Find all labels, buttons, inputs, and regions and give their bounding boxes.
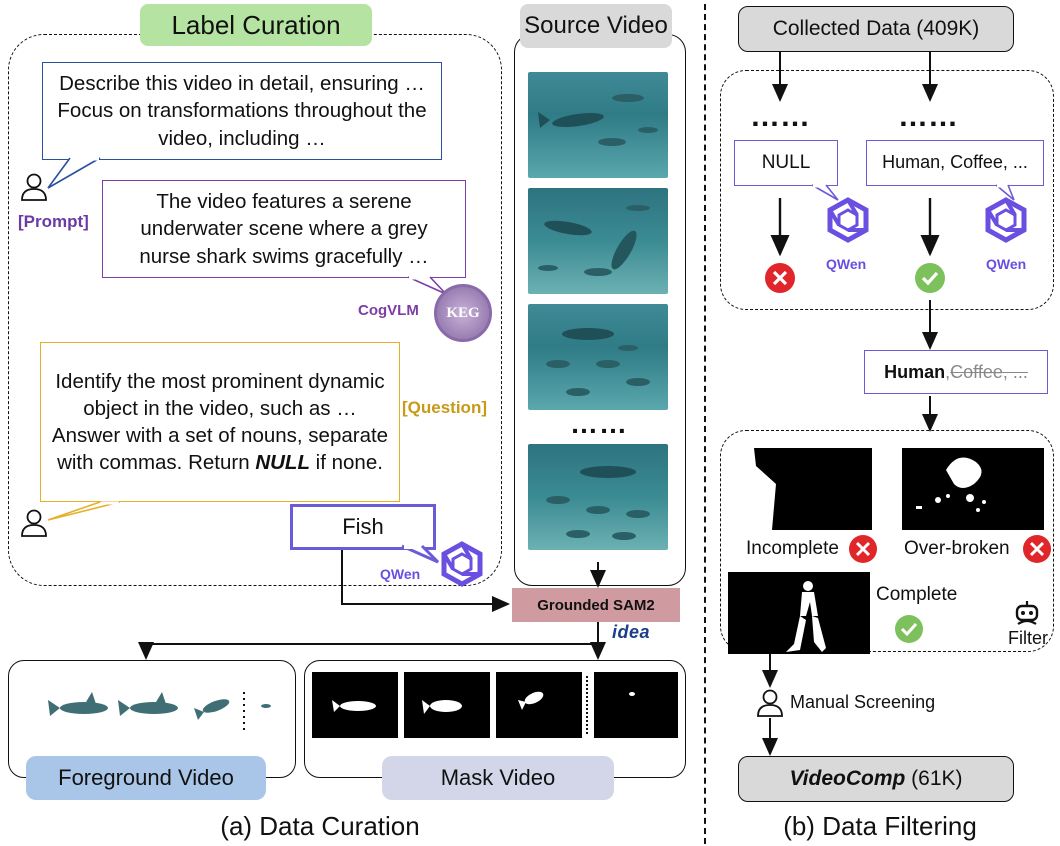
- dots-left: ……: [750, 100, 810, 133]
- source-frame-3: [528, 304, 668, 410]
- reject-icon: [1023, 535, 1051, 563]
- qwen-label: QWen: [380, 566, 421, 582]
- question-null: NULL: [255, 451, 310, 475]
- mask-filter-region: [720, 430, 1054, 652]
- foreground-frames: [44, 672, 284, 742]
- qwen-logo-icon: [441, 541, 483, 587]
- prompt-tag: [Prompt]: [18, 212, 89, 231]
- mask-shark-art: [629, 692, 635, 696]
- filtered-nouns-box: Human, Coffee, ...: [864, 350, 1048, 394]
- cogvlm-logo: KEG: [434, 284, 492, 342]
- mask-shark-art: [332, 700, 376, 712]
- accept-icon: [915, 263, 945, 293]
- videocomp-node: VideoComp (61K): [738, 756, 1014, 802]
- filtered-struck: Coffee, ...: [950, 361, 1028, 382]
- incomplete-label: Incomplete: [746, 538, 839, 559]
- mask-shark-art: [422, 700, 462, 714]
- qwen-filter-region: [720, 70, 1054, 310]
- idea-logo: idea: [612, 622, 650, 643]
- cogvlm-logo-text: KEG: [446, 304, 480, 321]
- user-icon: [21, 173, 47, 201]
- answer-bubble: Fish: [290, 504, 436, 550]
- question-tag: [Question]: [402, 398, 487, 417]
- idea-logo-text: idea: [612, 622, 651, 642]
- mask-frames-dots: [586, 676, 588, 734]
- null-bubble-tail: [811, 184, 839, 201]
- mask-frame-1: [312, 672, 398, 738]
- shark-frame-art: [538, 205, 650, 276]
- robot-icon: [1015, 601, 1039, 625]
- complete-label: Complete: [876, 584, 958, 605]
- filtered-kept: Human: [884, 361, 946, 382]
- panel-b-caption: (b) Data Filtering: [783, 810, 977, 841]
- question-text-2: if none.: [309, 451, 383, 475]
- foreground-video-label: Foreground Video: [26, 756, 266, 800]
- mask-frame-3: [496, 672, 582, 738]
- label-curation-title: Label Curation: [140, 4, 372, 46]
- panel-a-caption: (a) Data Curation: [220, 810, 420, 841]
- cogvlm-label: CogVLM: [358, 302, 419, 319]
- caption-bubble: The video features a serene underwater s…: [102, 180, 466, 278]
- question-bubble: Identify the most prominent dynamic obje…: [40, 342, 400, 502]
- over-broken-label: Over-broken: [904, 538, 1010, 559]
- qwen-logo-icon: [985, 197, 1027, 243]
- nouns-bubble: Human, Coffee, ...: [866, 140, 1044, 186]
- videocomp-name: VideoComp: [789, 767, 906, 790]
- mask-frame-4: [594, 672, 678, 738]
- null-label: NULL: [761, 152, 811, 174]
- source-frames-ellipsis: ……: [570, 408, 628, 439]
- nouns-label: Human, Coffee, ...: [882, 152, 1028, 173]
- question-text: Identify the most prominent dynamic obje…: [51, 368, 389, 476]
- qwen-logo-icon: [827, 197, 869, 243]
- mask-over-broken: [902, 448, 1044, 530]
- prompt-bubble-tail: [47, 157, 101, 189]
- mask-incomplete-art: [730, 448, 776, 530]
- prompt-bubble: Describe this video in detail, ensuring …: [42, 62, 442, 160]
- grounded-sam2-box: Grounded SAM2: [512, 588, 680, 622]
- mask-video-label: Mask Video: [382, 756, 614, 800]
- collected-data-node: Collected Data (409K): [738, 6, 1014, 52]
- filtered-sep: ,: [945, 361, 951, 382]
- mask-complete: [728, 572, 870, 654]
- shark-frame-art: [546, 328, 650, 396]
- panel-divider: [704, 4, 706, 844]
- mask-shark-art: [518, 691, 544, 710]
- videocomp-count: (61K): [905, 767, 963, 790]
- answer-text: Fish: [342, 514, 384, 540]
- prompt-text: Describe this video in detail, ensuring …: [57, 72, 427, 150]
- foreground-sharks-art: [48, 692, 271, 732]
- source-video-title: Source Video: [520, 4, 672, 48]
- reject-icon: [849, 535, 877, 563]
- reject-icon: [765, 263, 795, 293]
- nouns-bubble-tail: [995, 184, 1015, 201]
- dots-right: ……: [898, 100, 958, 133]
- source-frame-4: [528, 444, 668, 550]
- mask-complete-art: [786, 581, 826, 652]
- user-icon: [757, 689, 783, 717]
- mask-incomplete: [730, 448, 872, 530]
- question-text-1: Identify the most prominent dynamic obje…: [51, 369, 389, 475]
- user-icon: [21, 509, 47, 537]
- null-bubble: NULL: [734, 140, 838, 186]
- question-bubble-tail: [47, 501, 121, 521]
- filter-label: Filter: [1008, 628, 1048, 648]
- manual-screening-label: Manual Screening: [790, 692, 936, 712]
- answer-bubble-tail: [401, 544, 440, 564]
- caption-text: The video features a serene underwater s…: [139, 190, 429, 268]
- mask-over-broken-art: [916, 457, 986, 512]
- shark-frame-art: [538, 94, 658, 146]
- mask-frame-2: [404, 672, 490, 738]
- accept-icon: [895, 615, 923, 643]
- source-frame-2: [528, 188, 668, 294]
- qwen-left-label: QWen: [826, 256, 867, 272]
- qwen-right-label: QWen: [986, 256, 1027, 272]
- source-frame-1: [528, 72, 668, 178]
- shark-frame-art: [546, 466, 650, 540]
